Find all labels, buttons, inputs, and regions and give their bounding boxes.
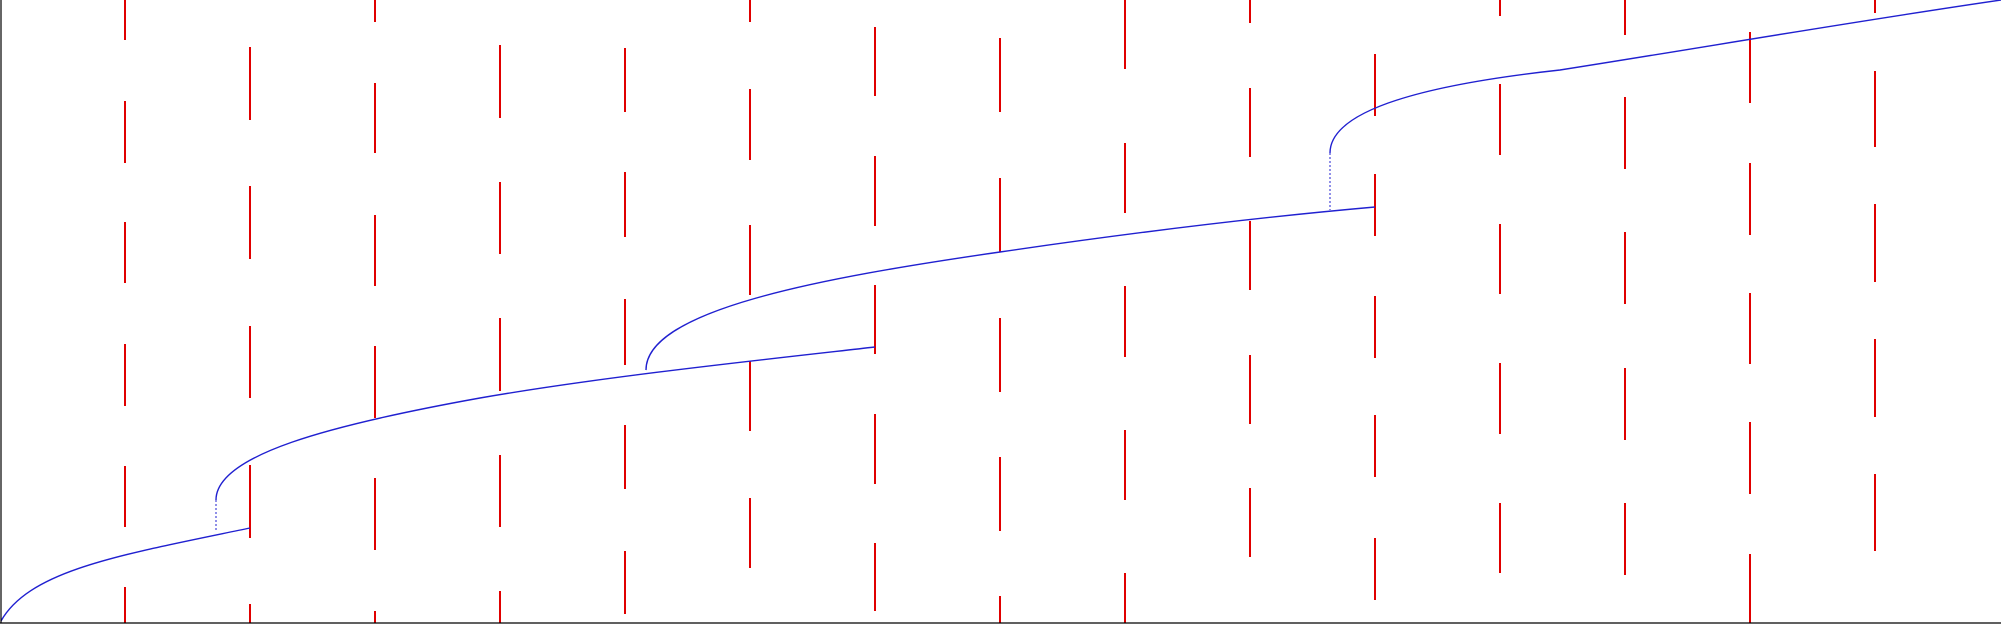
- trajectory-curve: [645, 206, 1376, 371]
- needle-field: [124, 0, 1876, 623]
- trajectory-curve: [1329, 0, 2001, 154]
- trajectory-curve: [215, 346, 876, 501]
- trajectory-curve: [0, 527, 251, 622]
